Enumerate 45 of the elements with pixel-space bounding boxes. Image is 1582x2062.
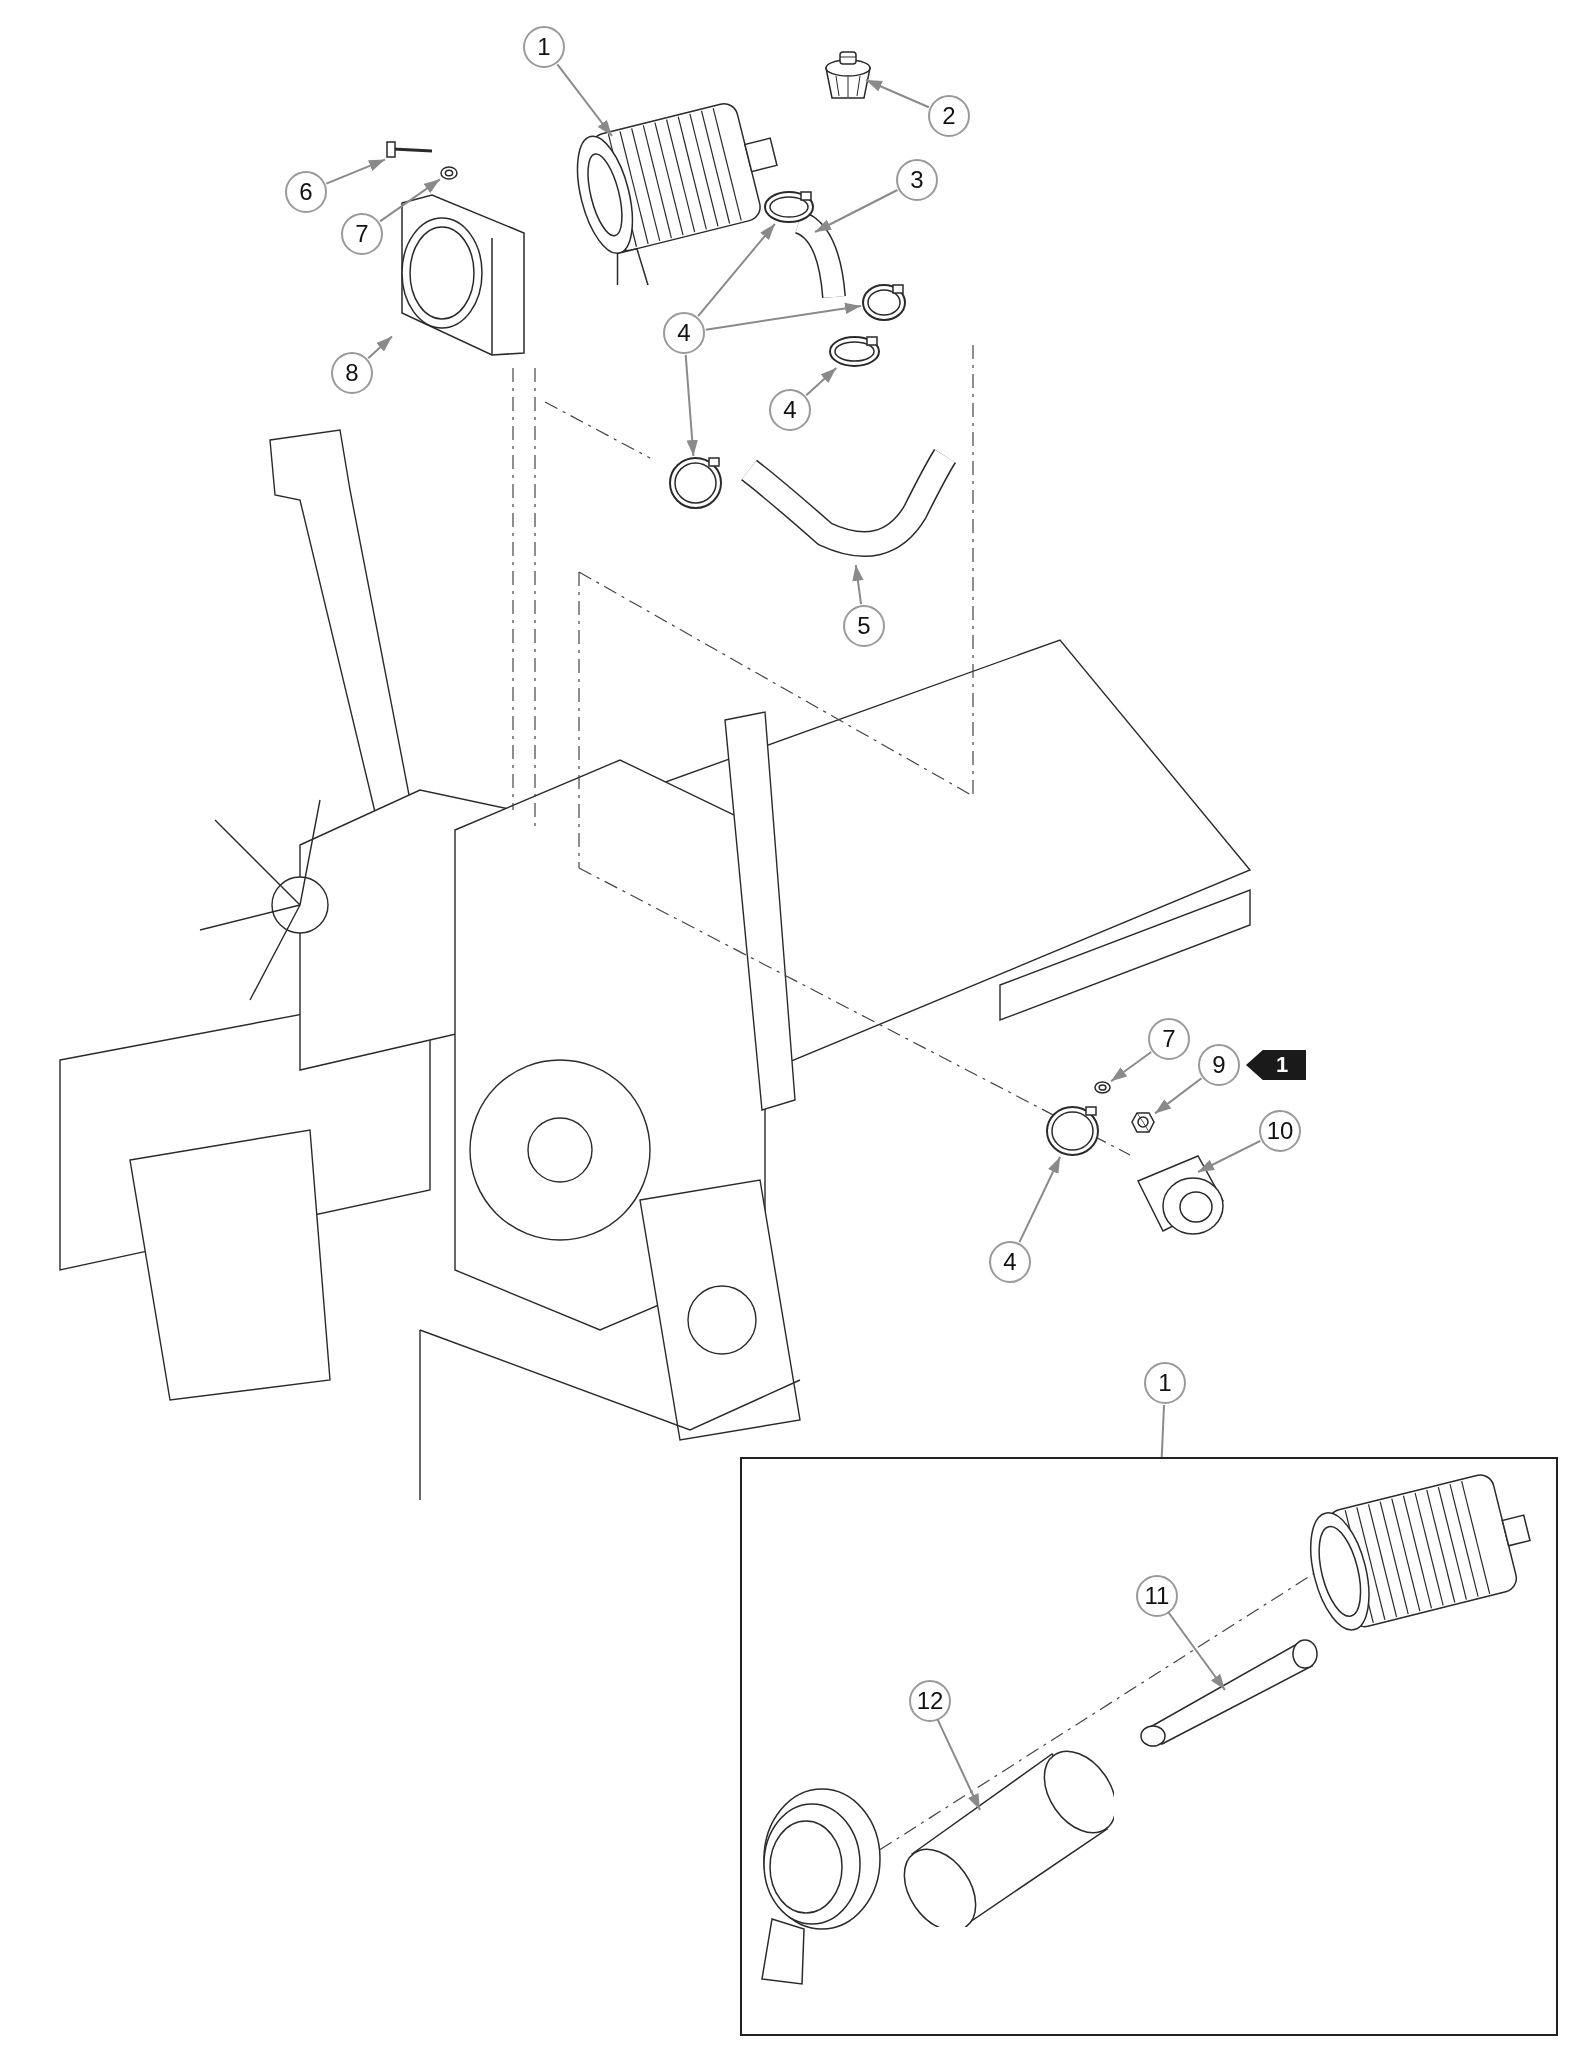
bolt-drawing xyxy=(385,139,434,160)
hose-clamp-drawing xyxy=(668,456,723,510)
leader-line xyxy=(704,302,862,331)
callout-number: 4 xyxy=(663,312,705,354)
nut-drawing xyxy=(1131,1111,1155,1134)
hose-clamp-drawing xyxy=(861,283,907,322)
leader-line xyxy=(556,63,613,137)
leader-line xyxy=(379,178,441,223)
hose-clamp-drawing xyxy=(763,190,815,224)
washer-drawing xyxy=(1094,1081,1111,1094)
leader-line xyxy=(1018,1156,1062,1244)
leader-line xyxy=(814,189,899,233)
leader-line xyxy=(1110,1050,1153,1083)
leader-line xyxy=(367,335,393,360)
leader-line xyxy=(1154,1077,1203,1115)
callout-number: 5 xyxy=(843,605,885,647)
hose-clamp-drawing xyxy=(1045,1105,1100,1157)
callout-number: 1 xyxy=(523,26,565,68)
washer-drawing xyxy=(440,166,458,180)
callout-number: 8 xyxy=(331,352,373,394)
callout-number: 1 xyxy=(1144,1362,1186,1404)
leader-line xyxy=(936,1717,981,1811)
callout-number: 3 xyxy=(896,159,938,201)
callout-number: 2 xyxy=(928,95,970,137)
leader-line xyxy=(852,564,864,606)
callout-number: 4 xyxy=(769,389,811,431)
leader-line xyxy=(697,223,776,318)
callout-number: 11 xyxy=(1136,1575,1178,1617)
leader-line xyxy=(1197,1139,1262,1173)
leader-line xyxy=(1166,1610,1226,1691)
callout-number: 6 xyxy=(285,171,327,213)
leader-line xyxy=(684,353,698,457)
inset-frame xyxy=(740,1457,1558,2036)
hose-clamp-drawing xyxy=(828,335,881,368)
callout-number: 7 xyxy=(1148,1018,1190,1060)
callout-number: 12 xyxy=(909,1680,951,1722)
leader-line xyxy=(865,79,930,109)
leader-line xyxy=(325,158,386,185)
note-flag: 1 xyxy=(1246,1050,1306,1080)
callout-number: 9 xyxy=(1198,1044,1240,1086)
callout-number: 7 xyxy=(341,213,383,255)
leader-line xyxy=(805,367,838,397)
callout-number: 4 xyxy=(989,1241,1031,1283)
leader-line xyxy=(1160,1404,1166,1458)
callout-number: 10 xyxy=(1259,1110,1301,1152)
